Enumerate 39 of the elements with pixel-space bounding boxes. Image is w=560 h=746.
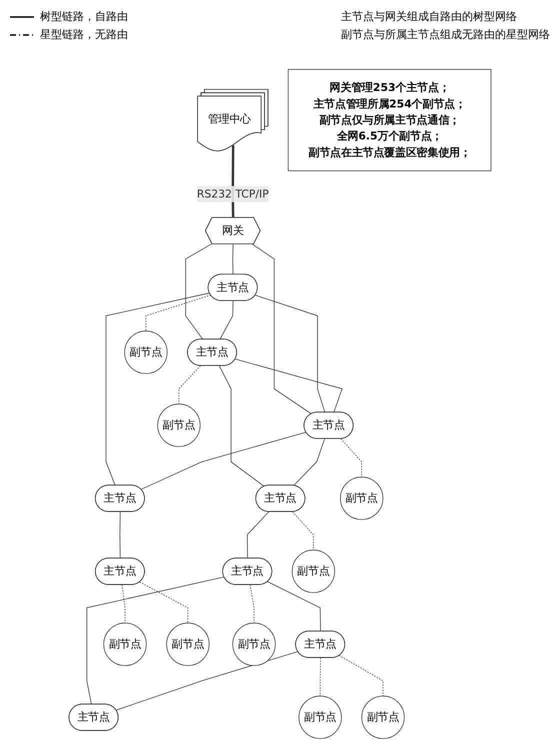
node-circle: 副节点 — [361, 696, 405, 739]
connector — [86, 576, 224, 705]
node-box: 网关管理253个主节点； 主节点管理所属254个副节点； 副节点仅与所属主节点通信； 全网6.5万个副节点； 副节点在主节点覆盖区密集使用； — [288, 69, 492, 172]
annotation-text: 副节点与所属主节点组成无路由的星型网络 — [341, 27, 550, 42]
connector — [185, 243, 212, 340]
connector — [267, 581, 321, 632]
connector — [116, 651, 298, 710]
connector — [340, 438, 362, 478]
connector — [218, 365, 265, 487]
connector — [320, 657, 321, 696]
connector — [338, 655, 384, 696]
node-circle: 副节点 — [340, 476, 384, 520]
node-circle: 副节点 — [103, 622, 147, 666]
connector — [120, 511, 121, 559]
connector — [232, 244, 234, 275]
legend-text: 星型链路，无路由 — [40, 27, 128, 42]
connector — [146, 294, 212, 332]
legend-text: 树型链路，自路由 — [40, 9, 128, 24]
connector — [254, 294, 326, 413]
node-circle: 副节点 — [166, 622, 210, 666]
connector — [106, 292, 210, 486]
connector — [252, 244, 312, 414]
edge-label: RS232 TCP/IP — [196, 187, 269, 200]
connector — [234, 358, 343, 413]
connector — [122, 584, 126, 624]
connector — [139, 582, 188, 624]
connector — [220, 300, 234, 340]
node-circle: 副节点 — [124, 330, 168, 374]
connector — [246, 511, 270, 559]
connector — [250, 584, 254, 624]
annotation-text: 主节点与网关组成自路由的树型网络 — [341, 9, 518, 24]
node-circle: 副节点 — [232, 622, 276, 666]
connector — [178, 365, 201, 404]
connector — [293, 438, 325, 486]
connector — [292, 511, 314, 550]
node-circle: 副节点 — [157, 404, 201, 447]
node-circle: 副节点 — [298, 696, 342, 739]
connector — [140, 432, 306, 490]
node-circle: 副节点 — [292, 550, 336, 593]
